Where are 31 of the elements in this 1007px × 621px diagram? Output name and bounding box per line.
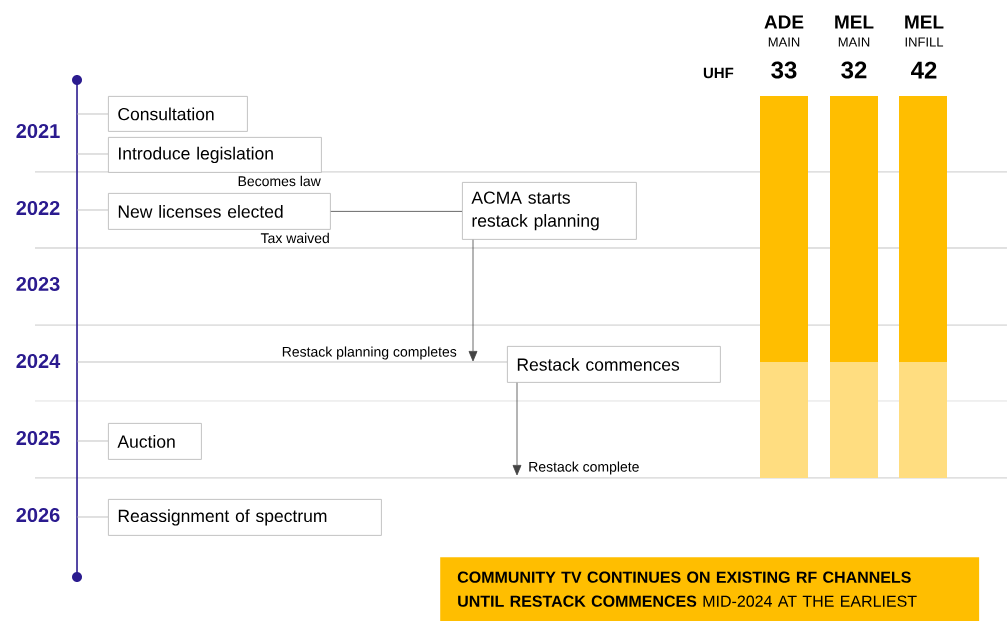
column-heading: MEL [905, 15, 944, 29]
event-box: Restack commences [507, 346, 721, 383]
connector-line [330, 211, 463, 212]
note-banner: COMMUNITY TV CONTINUES ON EXISTING RF CHANNELS UNTIL RESTACK COMMENCES MID-2024 AT THE EARLIEST [440, 557, 980, 621]
edge-label: Restack complete [529, 461, 639, 475]
year-label: 2022 [16, 200, 60, 216]
event-note: Tax waived [260, 232, 329, 244]
band-label: UHF [703, 67, 734, 79]
arrow [468, 239, 478, 362]
column-heading: ADE [764, 15, 804, 29]
event-box: Consultation [108, 96, 248, 132]
channel-number: 32 [841, 61, 867, 79]
column-subheading: MAIN [838, 37, 870, 47]
event-box: ACMA starts restack planning [462, 182, 637, 240]
year-label: 2026 [16, 507, 60, 523]
year-label: 2024 [16, 353, 61, 369]
column-subheading: MAIN [768, 37, 800, 47]
channel-number: 33 [771, 61, 797, 79]
year-label: 2025 [16, 430, 60, 446]
column-heading: MEL [835, 15, 874, 29]
year-label: 2023 [16, 276, 60, 292]
event-note: Becomes law [238, 175, 321, 187]
edge-label: Restack planning completes [282, 346, 457, 360]
year-label: 2021 [16, 123, 60, 139]
event-box: New licenses elected [108, 193, 331, 230]
column-subheading: INFILL [905, 37, 944, 47]
event-box: Auction [108, 423, 202, 460]
event-box: Introduce legislation [108, 137, 322, 173]
channel-number: 42 [911, 61, 937, 79]
arrow [512, 382, 522, 476]
event-box: Reassignment of spectrum [108, 499, 382, 536]
